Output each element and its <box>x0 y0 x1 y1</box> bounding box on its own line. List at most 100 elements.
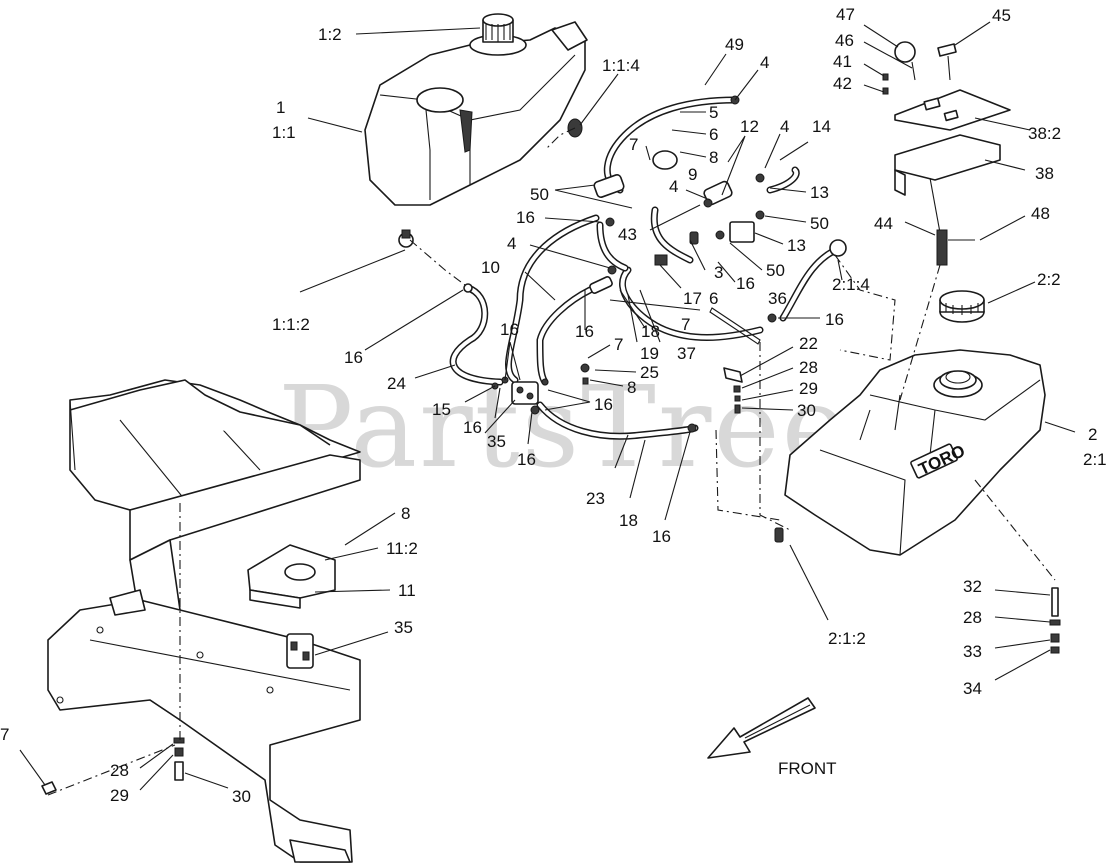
callout: 16 <box>517 450 536 469</box>
callout: 22 <box>799 334 818 353</box>
rod-36 <box>709 307 761 345</box>
assembly-dash-lines <box>47 127 1056 796</box>
callout: 50 <box>530 185 549 204</box>
callout: 34 <box>963 679 982 698</box>
callout: 42 <box>833 74 852 93</box>
callout: 3 <box>714 263 723 282</box>
callout: 4 <box>669 177 678 196</box>
callout: 23 <box>586 489 605 508</box>
leader-lines <box>19 21 1076 791</box>
callout: 16 <box>500 320 519 339</box>
bracket-11 <box>247 544 336 609</box>
callout: 5 <box>709 103 718 122</box>
callout: 49 <box>725 35 744 54</box>
callout-labels: 1:2 1 1:1 1:1:4 49 4 5 6 7 8 9 12 4 14 5… <box>0 5 1107 806</box>
seat-platform-phantom <box>69 379 331 446</box>
control-plate-assembly <box>882 41 1011 266</box>
callout: 46 <box>835 31 854 50</box>
callout: 47 <box>836 5 855 24</box>
fuel-valve-middle <box>511 381 539 405</box>
left-fuel-tank <box>364 13 588 206</box>
callout: 2:1:2 <box>828 629 866 648</box>
callout: 28 <box>963 608 982 627</box>
callout: 12 <box>740 117 759 136</box>
callout: 25 <box>640 363 659 382</box>
front-direction-arrow <box>707 697 816 759</box>
fuel-valve-lower <box>286 633 314 669</box>
callout: 10 <box>481 258 500 277</box>
callout: 16 <box>736 274 755 293</box>
fitting-stack-right <box>1049 587 1061 654</box>
callout: 38:2 <box>1028 124 1061 143</box>
callout: 29 <box>799 379 818 398</box>
callout: 41 <box>833 52 852 71</box>
callout: 2 <box>1088 425 1097 444</box>
callout: 2:2 <box>1037 270 1061 289</box>
callout: 1:2 <box>318 25 342 44</box>
hose-clamps <box>398 95 847 543</box>
callout: 18 <box>641 322 660 341</box>
callout: 16 <box>575 322 594 341</box>
callout: 13 <box>787 236 806 255</box>
callout: 7 <box>629 135 638 154</box>
callout: 1:1 <box>272 123 296 142</box>
callout: 11 <box>398 581 416 600</box>
callout: 30 <box>232 787 251 806</box>
callout: 36 <box>768 289 787 308</box>
callout: 43 <box>618 225 637 244</box>
front-label: FRONT <box>778 759 837 778</box>
callout: 2:1:4 <box>832 275 870 294</box>
callout: 2:1 <box>1083 450 1107 469</box>
callout: 8 <box>401 504 410 523</box>
callout: 37 <box>677 344 696 363</box>
fuel-hoses <box>449 96 844 440</box>
callout: 1 <box>276 98 285 117</box>
clamp-22 <box>723 367 743 414</box>
callout: 50 <box>766 261 785 280</box>
callout: 8 <box>627 378 636 397</box>
callout: 6 <box>709 125 718 144</box>
callout: 7 <box>0 725 9 744</box>
callout: 18 <box>619 511 638 530</box>
callout: 35 <box>487 432 506 451</box>
callout: 13 <box>810 183 829 202</box>
callout: 50 <box>810 214 829 233</box>
right-tank-cap <box>939 290 985 323</box>
callout: 7 <box>614 335 623 354</box>
callout: 33 <box>963 642 982 661</box>
callout: 44 <box>874 214 893 233</box>
callout: 32 <box>963 577 982 596</box>
callout: 16 <box>516 208 535 227</box>
callout: 4 <box>780 117 789 136</box>
callout: 24 <box>387 374 406 393</box>
watermark: PartsTree <box>278 363 850 493</box>
callout: 30 <box>797 401 816 420</box>
right-fuel-tank: TORO <box>784 349 1046 556</box>
callout: 14 <box>812 117 831 136</box>
callout: 28 <box>110 761 129 780</box>
callout: 1:1:2 <box>272 315 310 334</box>
callout: 19 <box>640 344 659 363</box>
callout: 16 <box>344 348 363 367</box>
callout: 48 <box>1031 204 1050 223</box>
callout: 16 <box>594 395 613 414</box>
callout: 11:2 <box>386 539 418 558</box>
callout: 6 <box>709 289 718 308</box>
callout: 45 <box>992 6 1011 25</box>
callout: 16 <box>825 310 844 329</box>
callout: 9 <box>688 165 697 184</box>
callout: 35 <box>394 618 413 637</box>
fitting-stack-left <box>41 737 185 795</box>
callout: 29 <box>110 786 129 805</box>
callout: 38 <box>1035 164 1054 183</box>
frame-chassis <box>47 379 361 863</box>
callout: 17 <box>683 289 702 308</box>
callout: 4 <box>507 234 516 253</box>
callout: 4 <box>760 53 769 72</box>
callout: 1:1:4 <box>602 56 640 75</box>
callout: 8 <box>709 148 718 167</box>
callout: 16 <box>652 527 671 546</box>
callout: 15 <box>432 400 451 419</box>
callout: 7 <box>681 315 690 334</box>
